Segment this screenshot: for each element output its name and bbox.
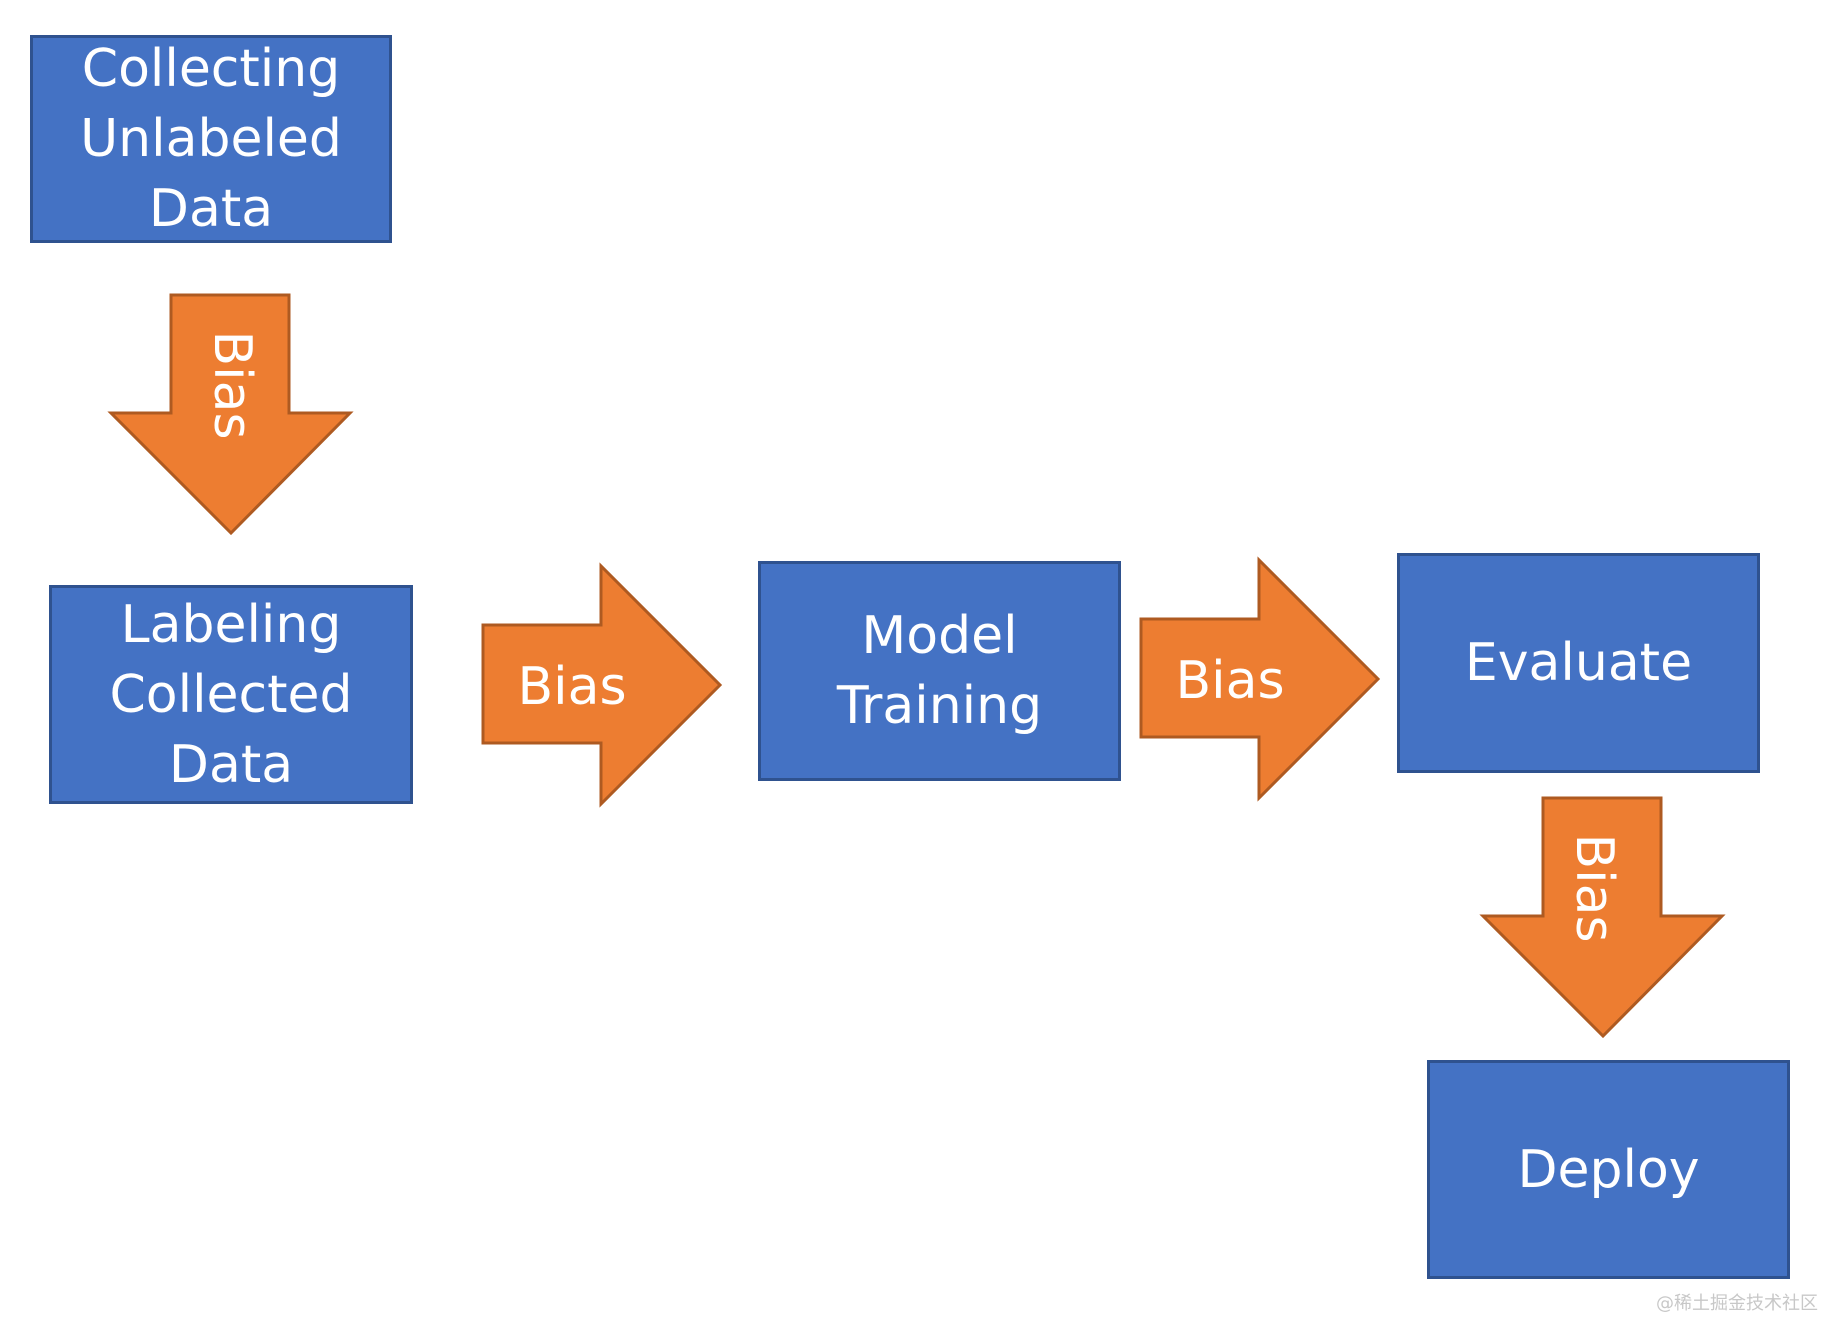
arrow-shape bbox=[107, 293, 354, 536]
arrow-label: Bias bbox=[1175, 651, 1284, 711]
arrow-label: Bias bbox=[202, 330, 262, 439]
labeling-line-2: Collected bbox=[109, 664, 353, 725]
model-training-box: Model Training bbox=[758, 561, 1121, 781]
collecting-line-3: Data bbox=[148, 179, 274, 239]
bias-arrow-collect-to-label: Bias bbox=[107, 293, 354, 536]
training-line-1: Model bbox=[861, 606, 1018, 666]
bias-arrow-train-to-evaluate: Bias bbox=[1139, 556, 1381, 802]
arrow-shape bbox=[481, 562, 723, 808]
evaluate-box: Evaluate bbox=[1397, 553, 1760, 773]
bias-arrow-label-to-train: Bias bbox=[481, 562, 723, 808]
collecting-line-1: Collecting bbox=[81, 39, 341, 99]
labeling-collected-data-box: Labeling Collected Data bbox=[49, 585, 413, 804]
arrow-shape bbox=[1139, 556, 1381, 802]
arrow-shape bbox=[1479, 796, 1726, 1039]
evaluate-label: Evaluate bbox=[1464, 633, 1693, 693]
labeling-line-1: Labeling bbox=[120, 594, 342, 655]
bias-arrow-evaluate-to-deploy: Bias bbox=[1479, 796, 1726, 1039]
collecting-line-2: Unlabeled bbox=[80, 109, 342, 169]
watermark-text: @稀土掘金技术社区 bbox=[1656, 1293, 1818, 1314]
deploy-label: Deploy bbox=[1517, 1139, 1700, 1200]
training-line-2: Training bbox=[836, 676, 1043, 736]
labeling-line-3: Data bbox=[168, 734, 294, 795]
collecting-unlabeled-data-box: Collecting Unlabeled Data bbox=[30, 35, 392, 243]
deploy-box: Deploy bbox=[1427, 1060, 1790, 1279]
arrow-label: Bias bbox=[517, 657, 626, 717]
arrow-label: Bias bbox=[1564, 833, 1624, 942]
